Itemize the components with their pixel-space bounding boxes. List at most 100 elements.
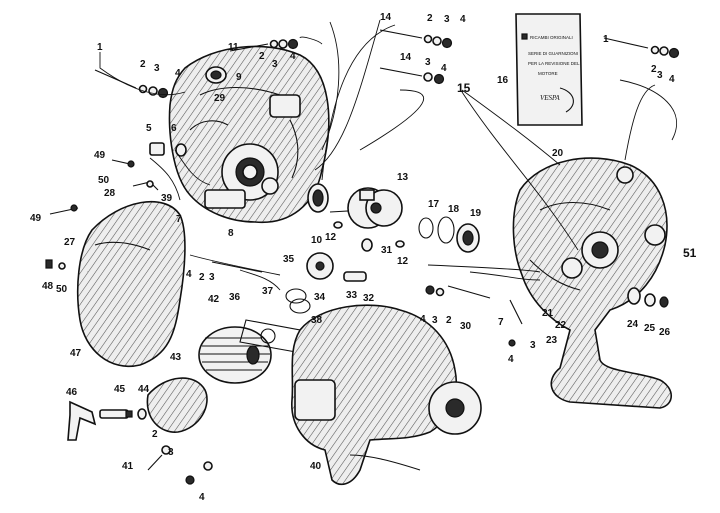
assembled-engine-40 xyxy=(291,304,482,486)
callout-42: 42 xyxy=(208,294,220,305)
callout-41: 41 xyxy=(122,461,134,472)
packet-line-3: MOTORE xyxy=(538,71,558,76)
callout-45: 45 xyxy=(114,384,126,395)
callout-2: 2 xyxy=(199,272,205,283)
callout-46: 46 xyxy=(66,387,78,398)
gasket-packet: RICAMBI ORIGINALI SERIE DI GUARNIZIONI P… xyxy=(515,13,583,126)
callout-5: 5 xyxy=(146,123,152,134)
callout-8: 8 xyxy=(228,228,234,239)
callout-20: 20 xyxy=(552,148,564,159)
callout-38: 38 xyxy=(311,315,323,326)
bolt-49-left xyxy=(49,204,79,215)
callout-4: 4 xyxy=(460,14,466,25)
spark-plug-cap-46 xyxy=(67,400,97,441)
bearing-19 xyxy=(456,223,480,253)
callout-7: 7 xyxy=(498,317,504,328)
callout-3: 3 xyxy=(444,14,450,25)
cylinder-head-43 xyxy=(146,377,208,433)
packet-line-1: SERIE DI GUARNIZIONI xyxy=(528,51,578,56)
callout-49: 49 xyxy=(30,213,42,224)
callout-13: 13 xyxy=(397,172,409,183)
callout-22: 22 xyxy=(555,320,567,331)
clip-28-39 xyxy=(132,180,159,191)
callout-2: 2 xyxy=(651,64,657,75)
stud-11 xyxy=(229,38,299,52)
callout-2: 2 xyxy=(446,315,452,326)
callout-2: 2 xyxy=(152,429,158,440)
oil-seal-29 xyxy=(205,66,227,84)
callout-29: 29 xyxy=(214,93,226,104)
callout-labels: 1 2 3 4 5 6 7 8 9 10 11 2 3 4 12 12 13 1… xyxy=(30,12,697,503)
callout-12: 12 xyxy=(397,256,409,267)
callout-2: 2 xyxy=(259,51,265,62)
callout-37: 37 xyxy=(262,286,274,297)
callout-6: 6 xyxy=(171,123,177,134)
packet-header: RICAMBI ORIGINALI xyxy=(530,35,573,40)
callout-26: 26 xyxy=(659,327,671,338)
callout-9: 9 xyxy=(236,72,242,83)
callout-50: 50 xyxy=(56,284,68,295)
callout-34: 34 xyxy=(314,292,326,303)
pin-12 xyxy=(333,221,405,248)
callout-43: 43 xyxy=(170,352,182,363)
callout-48: 48 xyxy=(42,281,54,292)
packet-line-2: PER LA REVISIONE DEL xyxy=(528,61,580,66)
callout-32: 32 xyxy=(363,293,375,304)
callout-3: 3 xyxy=(272,59,278,70)
callout-4: 4 xyxy=(508,354,514,365)
callout-16: 16 xyxy=(497,75,509,86)
callout-28: 28 xyxy=(104,188,116,199)
screw-23-7-right xyxy=(508,299,523,347)
plug-5 xyxy=(149,142,165,156)
callout-4: 4 xyxy=(420,314,426,325)
cylinder-42 xyxy=(198,326,272,384)
callout-3: 3 xyxy=(432,315,438,326)
callout-50: 50 xyxy=(98,175,110,186)
circlip-17 xyxy=(418,217,434,239)
nuts-2-4-lower xyxy=(161,445,213,485)
stud-30 xyxy=(425,285,491,299)
stud-1-right xyxy=(603,37,680,59)
callout-40: 40 xyxy=(310,461,322,472)
callout-36: 36 xyxy=(229,292,241,303)
callout-4: 4 xyxy=(175,68,181,79)
callout-27: 27 xyxy=(64,237,76,248)
flywheel-cover-47 xyxy=(76,200,186,368)
stud-14-top xyxy=(379,29,453,49)
ring-18 xyxy=(437,216,455,244)
wrist-pin-33 xyxy=(343,271,367,282)
callout-31: 31 xyxy=(381,245,393,256)
callout-10: 10 xyxy=(311,235,323,246)
piston-35 xyxy=(306,252,334,280)
callout-4: 4 xyxy=(186,269,192,280)
callout-14: 14 xyxy=(400,52,412,63)
callout-4: 4 xyxy=(669,74,675,85)
callout-3: 3 xyxy=(530,340,536,351)
callout-3: 3 xyxy=(154,63,160,74)
callout-12: 12 xyxy=(325,232,337,243)
piston-rings-34 xyxy=(285,288,311,314)
callout-2: 2 xyxy=(427,13,433,24)
callout-4: 4 xyxy=(290,51,296,62)
callout-51: 51 xyxy=(683,246,697,260)
bearing-31 xyxy=(361,238,373,252)
callout-4: 4 xyxy=(199,492,205,503)
washer-44 xyxy=(137,408,147,420)
callout-11: 11 xyxy=(228,42,239,53)
stud-1-left xyxy=(94,69,169,99)
bearing-10 xyxy=(307,183,329,213)
stud-14-lower xyxy=(379,67,445,85)
callout-30: 30 xyxy=(460,321,472,332)
callout-3: 3 xyxy=(209,272,215,283)
callout-1: 1 xyxy=(603,34,609,45)
callout-24: 24 xyxy=(627,319,639,330)
callout-15: 15 xyxy=(457,81,471,95)
callout-33: 33 xyxy=(346,290,358,301)
leader-lines xyxy=(99,19,678,291)
callout-49: 49 xyxy=(94,150,106,161)
callout-17: 17 xyxy=(428,199,440,210)
callout-35: 35 xyxy=(283,254,295,265)
callout-23: 23 xyxy=(546,335,558,346)
crankshaft-13 xyxy=(329,187,403,229)
